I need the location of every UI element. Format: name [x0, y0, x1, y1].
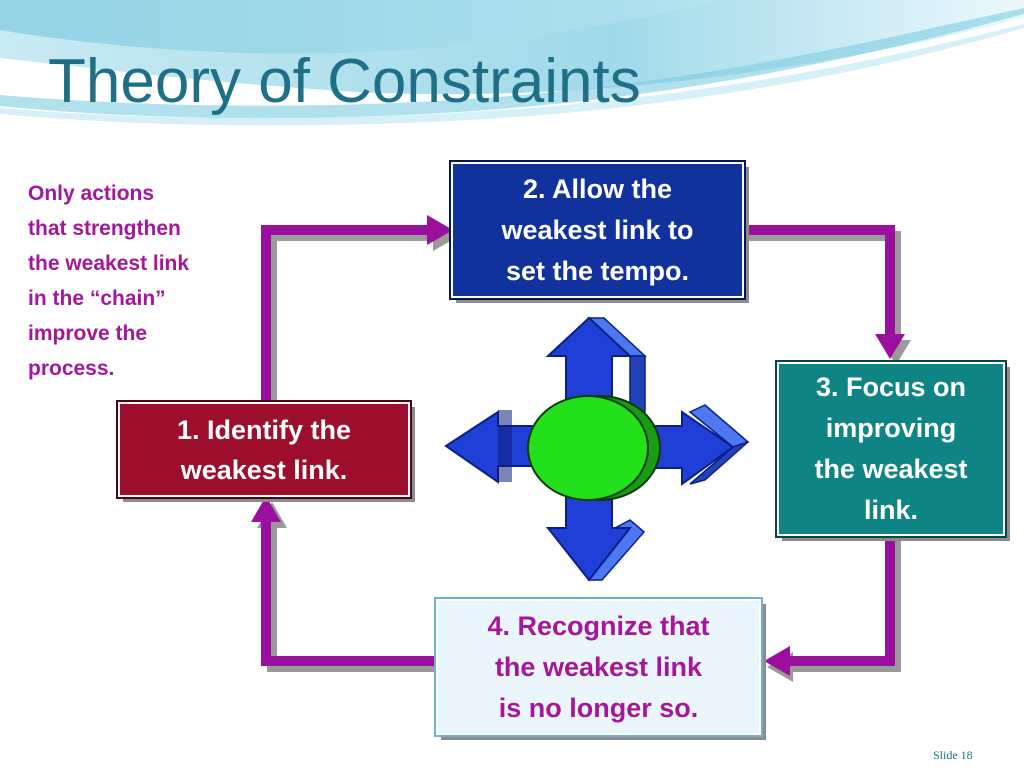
step-4-recognize-box: 4. Recognize that the weakest link is no…: [434, 597, 763, 737]
connector-4-to-1: [251, 496, 440, 672]
step-3-focus-box: 3. Focus on improving the weakest link.: [775, 360, 1007, 538]
center-circle: [527, 395, 649, 501]
side-note: Only actions that strengthen the weakest…: [28, 182, 190, 380]
central-four-way-arrow: [444, 316, 750, 582]
step-2-allow-box: 2. Allow the weakest link to set the tem…: [449, 160, 746, 300]
connector-3-to-4: [764, 538, 901, 682]
header-swoosh: [0, 0, 1024, 126]
step-1-identify-box: 1. Identify the weakest link.: [116, 400, 412, 499]
slide-title: Theory of Constraints: [48, 47, 641, 116]
slide-number: Slide 18: [933, 748, 973, 762]
connector-2-to-3: [746, 225, 911, 365]
connector-1-to-2: [261, 215, 459, 411]
